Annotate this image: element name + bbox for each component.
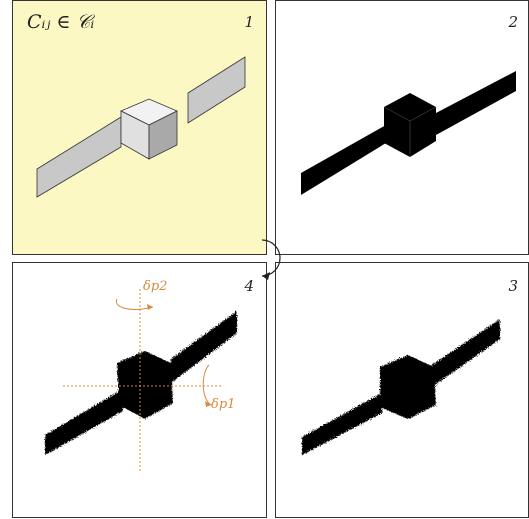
satellite-model-solid	[301, 71, 516, 195]
rotation-arrow-icon	[202, 364, 212, 406]
panel-1: Cᵢⱼ ∈ 𝒞ᵢ 1	[12, 0, 267, 255]
satellite-model-noisy-dark	[302, 319, 500, 455]
formula-label: Cᵢⱼ ∈ 𝒞ᵢ	[27, 11, 95, 33]
satellite-model-noisy	[45, 289, 237, 473]
delta-p1-label: δp1	[211, 397, 236, 412]
panel-number: 4	[244, 277, 254, 295]
satellite-model-shaded	[36, 56, 246, 198]
rotation-arrow-icon	[115, 298, 154, 310]
panel-number: 1	[244, 13, 254, 31]
panel-number: 2	[508, 13, 518, 31]
panel-number: 3	[508, 277, 518, 295]
panel-3: 3	[275, 262, 529, 518]
delta-p2-label: δp2	[143, 279, 168, 294]
panel-2: 2	[275, 0, 529, 255]
panel-4: 4 δp2 δp1	[12, 262, 267, 518]
